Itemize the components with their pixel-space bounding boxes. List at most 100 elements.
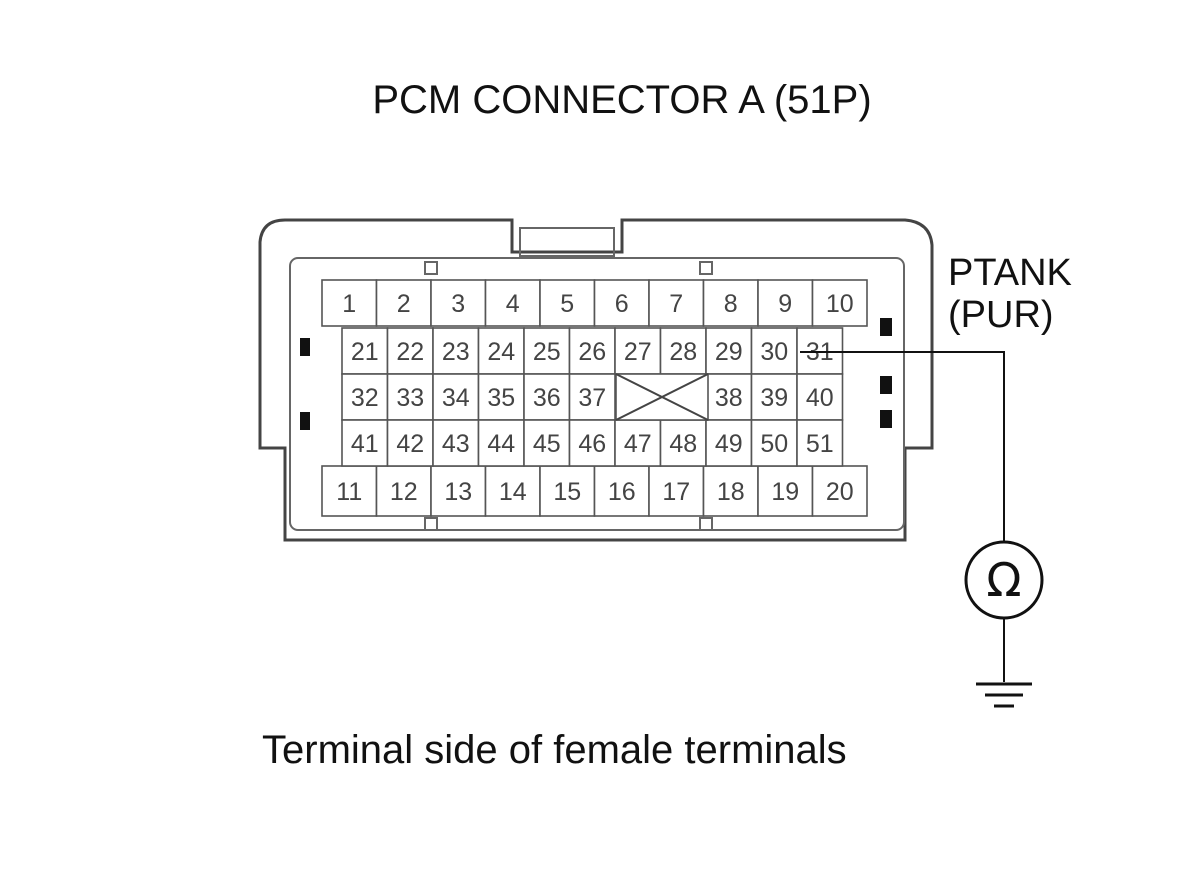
terminal-number: 28: [669, 338, 697, 366]
terminal-number: 46: [578, 430, 606, 458]
locking-tab: [519, 227, 615, 257]
terminal-number: 40: [806, 384, 834, 412]
guide-notch: [424, 261, 438, 275]
diagram-title: PCM CONNECTOR A (51P): [372, 78, 872, 122]
terminal-number: 14: [499, 478, 527, 506]
terminal-cavity: [614, 327, 662, 375]
terminal-number: 4: [506, 290, 520, 318]
terminal-number: 9: [778, 290, 792, 318]
probe-wire: [800, 351, 1005, 541]
terminal-cavity: [568, 419, 616, 467]
terminal-cavity: [432, 419, 480, 467]
latch-mark: [880, 410, 892, 428]
terminal-cavity: [539, 279, 596, 327]
terminal-cavity: [750, 327, 798, 375]
terminal-number: 48: [669, 430, 697, 458]
terminal-number: 38: [715, 384, 743, 412]
terminal-cavity: [432, 327, 480, 375]
terminal-number: 26: [578, 338, 606, 366]
terminal-number: 10: [826, 290, 854, 318]
terminal-cavity: [477, 373, 525, 421]
connector-inner-frame: [289, 257, 905, 531]
guide-notch: [699, 261, 713, 275]
latch-mark: [880, 318, 892, 336]
terminal-cavity: [593, 279, 650, 327]
terminal-number: 41: [351, 430, 379, 458]
terminal-number: 17: [662, 478, 690, 506]
terminal-number: 3: [451, 290, 465, 318]
terminal-number: 29: [715, 338, 743, 366]
terminal-number: 49: [715, 430, 743, 458]
terminal-number: 18: [717, 478, 745, 506]
terminal-number: 37: [578, 384, 606, 412]
terminal-number: 32: [351, 384, 379, 412]
terminal-cavity: [796, 419, 844, 467]
terminal-cavity: [568, 327, 616, 375]
terminal-number: 27: [624, 338, 652, 366]
terminal-number: 43: [442, 430, 470, 458]
wire-terminal-name: PTANK: [948, 252, 1072, 294]
guide-notch: [424, 517, 438, 531]
terminal-number: 6: [615, 290, 629, 318]
wire-label: PTANK (PUR): [948, 252, 1072, 336]
terminal-cavity: [386, 419, 434, 467]
terminal-number: 34: [442, 384, 470, 412]
terminal-number: 11: [336, 478, 362, 506]
terminal-cavity: [811, 465, 868, 517]
terminal-cavity: [386, 373, 434, 421]
terminal-cavity: [430, 279, 487, 327]
terminal-cavity: [796, 373, 844, 421]
terminal-number: 1: [342, 290, 356, 318]
latch-mark: [880, 376, 892, 394]
terminal-number: 47: [624, 430, 652, 458]
blocked-cavity-cross: [615, 373, 709, 421]
terminal-number: 19: [771, 478, 799, 506]
latch-mark: [300, 338, 310, 356]
terminal-cavity: [375, 279, 432, 327]
terminal-cavity: [757, 279, 814, 327]
terminal-cavity: [705, 327, 753, 375]
terminal-cavity: [757, 465, 814, 517]
terminal-cavity: [811, 279, 868, 327]
terminal-number: 44: [487, 430, 515, 458]
terminal-number: 24: [487, 338, 515, 366]
ground-icon: [976, 682, 1032, 708]
terminal-cavity: [648, 279, 705, 327]
terminal-number: 23: [442, 338, 470, 366]
terminal-number: 2: [397, 290, 411, 318]
terminal-number: 42: [396, 430, 424, 458]
terminal-cavity: [430, 465, 487, 517]
terminal-number: 13: [444, 478, 472, 506]
terminal-number: 15: [553, 478, 581, 506]
terminal-number: 7: [669, 290, 683, 318]
terminal-cavity: [321, 465, 378, 517]
wire-color: (PUR): [948, 294, 1054, 336]
terminal-number: 8: [724, 290, 738, 318]
terminal-number: 30: [760, 338, 788, 366]
terminal-number: 35: [487, 384, 515, 412]
terminal-number: 39: [760, 384, 788, 412]
terminal-cavity: [614, 419, 662, 467]
terminal-cavity: [477, 419, 525, 467]
terminal-number: 25: [533, 338, 561, 366]
connector-housing: [258, 218, 934, 542]
terminal-number: 16: [608, 478, 636, 506]
terminal-number: 51: [806, 430, 834, 458]
terminal-cavity: [568, 373, 616, 421]
ohm-symbol: Ω: [986, 553, 1021, 607]
terminal-number: 50: [760, 430, 788, 458]
terminal-number: 12: [390, 478, 418, 506]
terminal-number: 21: [351, 338, 379, 366]
terminal-number: 45: [533, 430, 561, 458]
latch-mark: [300, 412, 310, 430]
terminal-number: 36: [533, 384, 561, 412]
terminal-cavity: [659, 327, 707, 375]
terminal-cavity: [341, 373, 389, 421]
terminal-number: 20: [826, 478, 854, 506]
terminal-cavity: [321, 279, 378, 327]
diagram-caption: Terminal side of female terminals: [262, 728, 847, 772]
guide-notch: [699, 517, 713, 531]
terminal-number: 33: [396, 384, 424, 412]
